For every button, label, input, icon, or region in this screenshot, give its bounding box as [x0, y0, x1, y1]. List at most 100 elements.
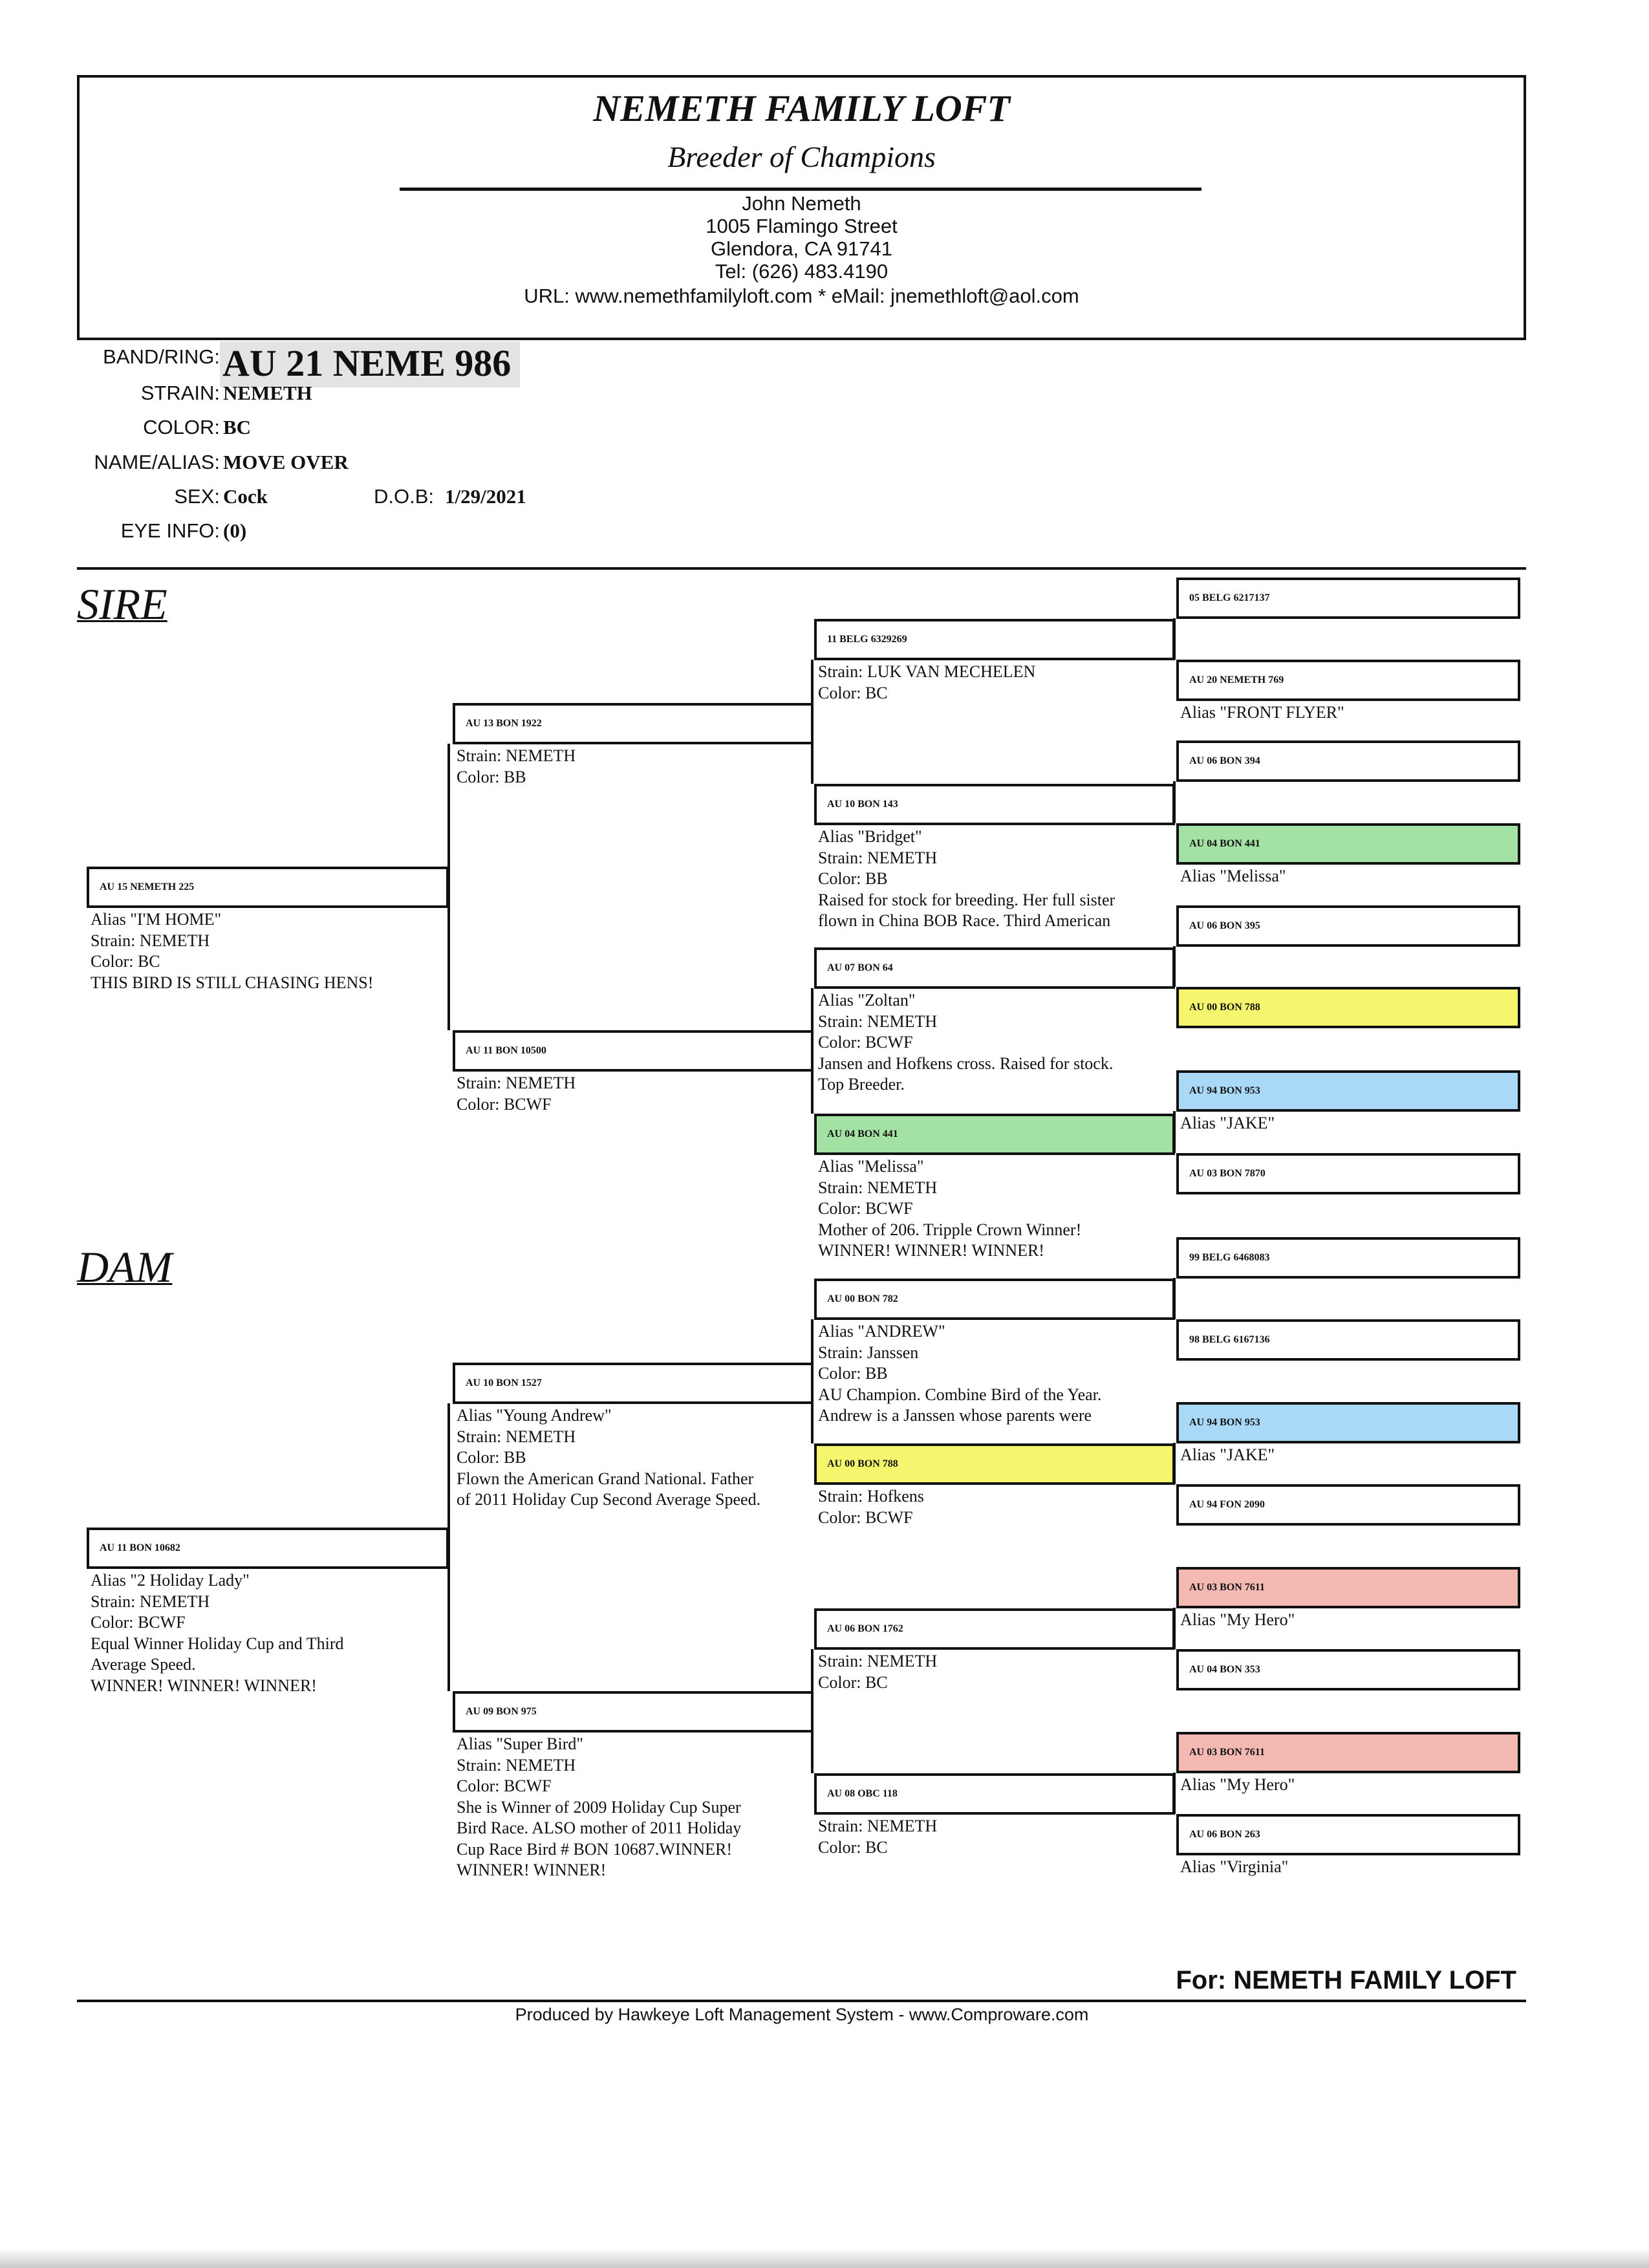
gen3-bird-detail: Strain: NEMETH: [818, 1817, 938, 1835]
gen4-bird-box: AU 04 BON 353: [1176, 1649, 1520, 1690]
gen2-bird-detail: Color: BB: [457, 767, 526, 786]
gen4-bird-detail: Alias "Melissa": [1180, 867, 1286, 885]
gen4-bird-box: AU 20 NEMETH 769: [1176, 660, 1520, 701]
gen2-bird-detail: Alias "Super Bird": [457, 1734, 583, 1753]
gen3-bird-box: 11 BELG 6329269: [814, 619, 1175, 660]
gen4-bird-box: 98 BELG 6167136: [1176, 1319, 1520, 1361]
contact-phone: Tel: (626) 483.4190: [715, 260, 889, 283]
gen2-bird-detail: Strain: NEMETH: [457, 1074, 576, 1092]
gen2-bird-detail: She is Winner of 2009 Holiday Cup Super: [457, 1797, 741, 1817]
sire-heading: SIRE: [77, 579, 167, 629]
section-divider: [77, 567, 1526, 570]
gen3-bird-box: AU 06 BON 1762: [814, 1608, 1175, 1650]
gen1-bird-detail: THIS BIRD IS STILL CHASING HENS!: [91, 973, 374, 992]
gen1-bird-detail: Color: BCWF: [91, 1613, 186, 1632]
bracket-line: [811, 1649, 814, 1773]
scan-edge: [0, 2249, 1649, 2268]
gen4-bird-detail: Alias "My Hero": [1180, 1610, 1295, 1629]
gen3-bird-box: AU 00 BON 782: [814, 1279, 1175, 1320]
header-divider: [400, 188, 1202, 191]
color-value: BC: [223, 416, 252, 438]
gen3-bird-detail: Jansen and Hofkens cross. Raised for sto…: [818, 1053, 1114, 1073]
gen3-bird-detail: Color: BC: [818, 1837, 888, 1857]
band-label: BAND/RING:: [103, 345, 220, 368]
gen2-bird-detail: Cup Race Bird # BON 10687.WINNER!: [457, 1839, 733, 1859]
gen4-bird-box: AU 04 BON 441: [1176, 823, 1520, 865]
gen1-bird-detail: Alias "I'M HOME": [91, 910, 222, 929]
gen4-bird-box: 05 BELG 6217137: [1176, 578, 1520, 619]
bracket-line: [1173, 946, 1176, 987]
dob-value: 1/29/2021: [445, 485, 526, 508]
gen4-bird-detail: Alias "Virginia": [1180, 1857, 1289, 1876]
gen4-bird-box: AU 06 BON 395: [1176, 905, 1520, 947]
gen3-bird-detail: Color: BCWF: [818, 1507, 913, 1527]
loft-title: NEMETH FAMILY LOFT: [593, 87, 1010, 129]
gen4-bird-box: AU 94 BON 953: [1176, 1402, 1520, 1443]
gen2-bird-detail: Strain: NEMETH: [457, 1755, 576, 1775]
eye-value: (0): [223, 519, 247, 542]
sex-value: Cock: [223, 485, 268, 508]
gen1-bird-detail: Alias "2 Holiday Lady": [91, 1571, 250, 1590]
gen1-bird-detail: WINNER! WINNER! WINNER!: [91, 1676, 317, 1695]
gen4-bird-box: AU 03 BON 7870: [1176, 1153, 1520, 1194]
contact-city: Glendora, CA 91741: [711, 237, 892, 260]
gen3-bird-detail: Strain: NEMETH: [818, 1652, 938, 1670]
gen3-bird-box: AU 08 OBC 118: [814, 1773, 1175, 1815]
gen3-bird-detail: flown in China BOB Race. Third American: [818, 911, 1111, 930]
gen4-bird-box: 99 BELG 6468083: [1176, 1237, 1520, 1279]
gen3-bird-detail: Color: BB: [818, 869, 888, 888]
gen1-bird-detail: Strain: NEMETH: [91, 1592, 210, 1611]
gen3-bird-detail: Alias "Melissa": [818, 1157, 924, 1176]
gen3-bird-detail: Strain: Hofkens: [818, 1487, 924, 1506]
eye-label: EYE INFO:: [120, 519, 220, 542]
gen4-bird-box: AU 00 BON 788: [1176, 987, 1520, 1028]
gen2-bird-detail: Bird Race. ALSO mother of 2011 Holiday: [457, 1819, 742, 1837]
gen2-bird-detail: Color: BCWF: [457, 1094, 552, 1114]
gen1-bird-box: AU 15 NEMETH 225: [87, 867, 449, 908]
gen4-bird-detail: Alias "My Hero": [1180, 1775, 1295, 1794]
dob-label: D.O.B:: [374, 485, 435, 508]
gen2-bird-detail: Strain: NEMETH: [457, 746, 576, 765]
gen3-bird-box: AU 00 BON 788: [814, 1443, 1175, 1485]
gen2-bird-box: AU 11 BON 10500: [453, 1030, 814, 1072]
contact-street: 1005 Flamingo Street: [706, 215, 898, 237]
gen2-bird-box: AU 10 BON 1527: [453, 1363, 814, 1404]
gen3-bird-detail: Color: BB: [818, 1364, 888, 1383]
gen2-bird-box: AU 13 BON 1922: [453, 703, 814, 744]
gen1-bird-detail: Strain: NEMETH: [91, 931, 210, 950]
sex-label: SEX:: [174, 485, 220, 508]
bracket-line: [1173, 1111, 1176, 1153]
gen4-bird-detail: Alias "JAKE": [1180, 1445, 1275, 1464]
gen3-bird-detail: Color: BCWF: [818, 1033, 913, 1052]
gen3-bird-box: AU 07 BON 64: [814, 947, 1175, 989]
gen2-bird-detail: Flown the American Grand National. Fathe…: [457, 1469, 754, 1488]
gen3-bird-detail: Alias "Zoltan": [818, 991, 916, 1010]
footer-divider: [77, 2000, 1526, 2002]
gen2-bird-box: AU 09 BON 975: [453, 1691, 814, 1733]
gen4-bird-box: AU 06 BON 263: [1176, 1814, 1520, 1855]
gen3-bird-detail: Alias "ANDREW": [818, 1322, 945, 1341]
gen1-bird-detail: Equal Winner Holiday Cup and Third: [91, 1634, 344, 1653]
gen3-bird-detail: Color: BC: [818, 683, 888, 702]
gen3-bird-detail: Color: BCWF: [818, 1199, 913, 1218]
bracket-line: [1173, 781, 1176, 823]
bracket-line: [811, 1319, 814, 1443]
alias-value: MOVE OVER: [223, 451, 349, 473]
band-value: AU 21 NEME 986: [220, 341, 521, 387]
bracket-line: [1173, 1443, 1176, 1484]
gen3-bird-box: AU 04 BON 441: [814, 1114, 1175, 1155]
color-label: COLOR:: [143, 416, 220, 438]
produced-by-text: Produced by Hawkeye Loft Management Syst…: [515, 2005, 1089, 2024]
gen3-bird-detail: Andrew is a Janssen whose parents were: [818, 1406, 1092, 1425]
gen2-bird-detail: Alias "Young Andrew": [457, 1406, 612, 1425]
gen2-bird-detail: Color: BCWF: [457, 1777, 552, 1795]
gen4-bird-box: AU 03 BON 7611: [1176, 1732, 1520, 1773]
bracket-line: [811, 988, 814, 1114]
bracket-line: [447, 744, 450, 1030]
gen3-bird-box: AU 10 BON 143: [814, 784, 1175, 825]
gen1-bird-detail: Average Speed.: [91, 1655, 196, 1674]
gen4-bird-detail: Alias "FRONT FLYER": [1180, 703, 1344, 722]
bracket-line: [1173, 1278, 1176, 1319]
bracket-line: [1173, 1773, 1176, 1814]
gen4-bird-box: AU 03 BON 7611: [1176, 1567, 1520, 1608]
